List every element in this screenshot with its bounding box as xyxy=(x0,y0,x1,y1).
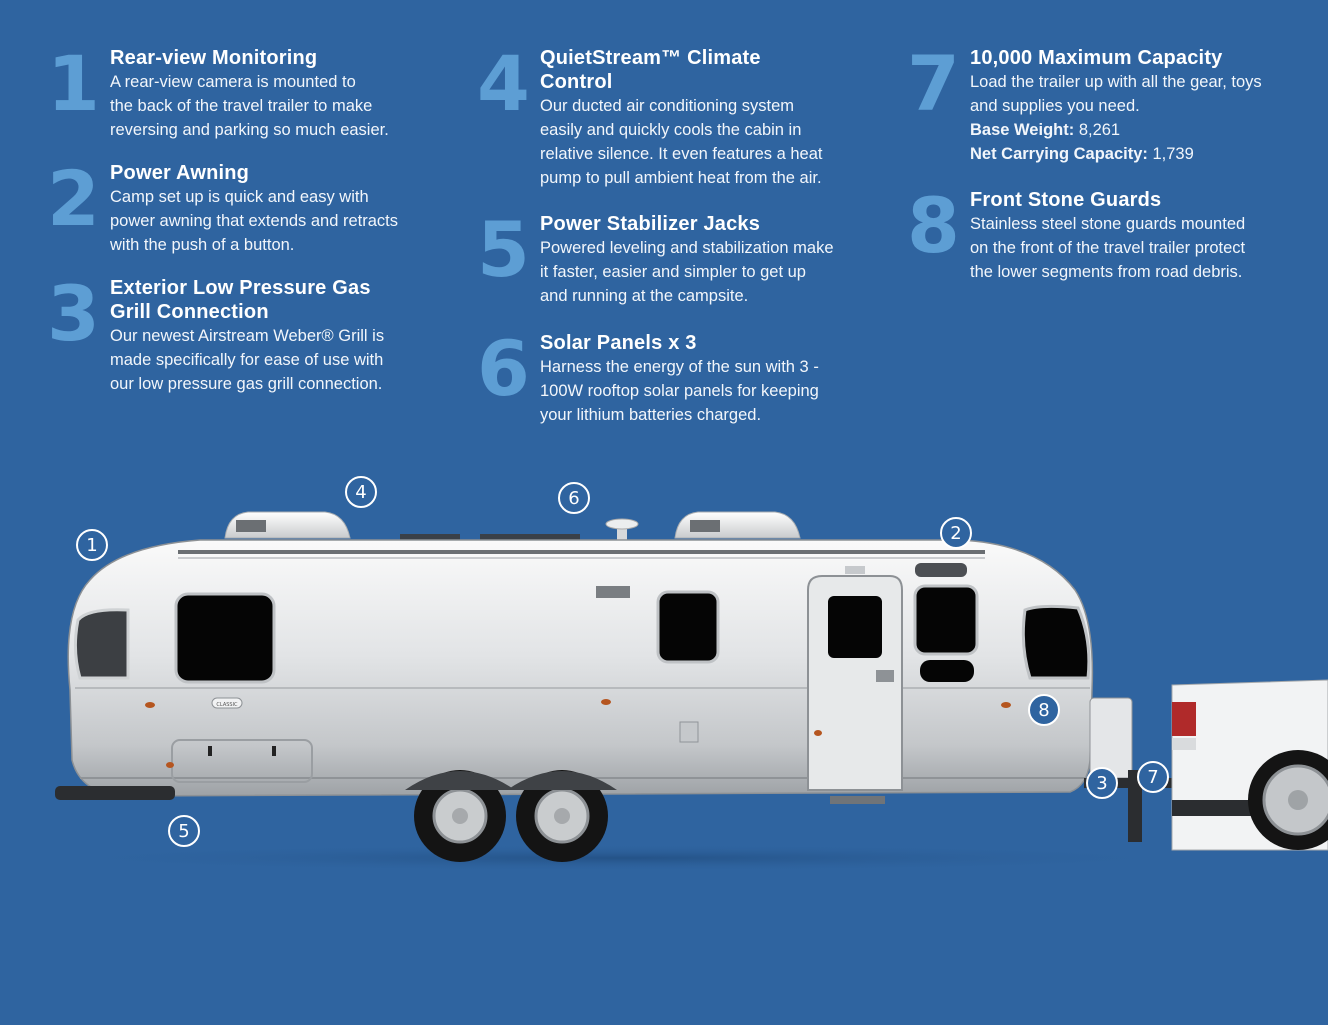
feature-text-line: made specifically for ease of use with xyxy=(110,351,384,369)
roof-ac-unit xyxy=(674,511,801,539)
callout-marker-4[interactable]: 4 xyxy=(345,476,377,508)
feature-number: 6 xyxy=(477,324,530,413)
feature-rear-view-monitoring: 1 Rear-view Monitoring A rear-view camer… xyxy=(47,46,427,146)
window xyxy=(920,660,974,682)
feature-text-line: the lower segments from road debris. xyxy=(970,263,1243,281)
roof-antenna xyxy=(605,518,639,540)
feature-power-stabilizer-jacks: 5 Power Stabilizer Jacks Powered levelin… xyxy=(477,212,877,312)
feature-text-line: on the front of the travel trailer prote… xyxy=(970,239,1246,257)
feature-title: Power Awning xyxy=(110,162,250,184)
roof-ac-unit xyxy=(224,511,351,539)
callout-marker-6[interactable]: 6 xyxy=(558,482,590,514)
feature-text-line: 100W rooftop solar panels for keeping xyxy=(540,382,819,400)
feature-front-stone-guards: 8 Front Stone Guards Stainless steel sto… xyxy=(907,188,1307,288)
feature-number: 1 xyxy=(47,39,100,128)
feature-text-line: our low pressure gas grill connection. xyxy=(110,375,383,393)
travel-trailer-illustration: CLASSIC xyxy=(20,511,1328,872)
feature-number: 7 xyxy=(907,39,960,128)
feature-number: 4 xyxy=(477,39,530,128)
feature-title-line: QuietStream™ Climate xyxy=(540,47,761,69)
callout-marker-5[interactable]: 5 xyxy=(168,815,200,847)
feature-number: 2 xyxy=(47,154,100,243)
entry-door[interactable] xyxy=(807,575,903,791)
rear-bumper xyxy=(55,786,175,800)
feature-gas-grill-connection: 3 Exterior Low Pressure Gas Grill Connec… xyxy=(47,276,427,401)
feature-text-line: Harness the energy of the sun with 3 - xyxy=(540,358,819,376)
trailer-badge: CLASSIC xyxy=(216,702,238,708)
propane-cover xyxy=(1089,697,1133,779)
callout-marker-8[interactable]: 8 xyxy=(1028,694,1060,726)
feature-text-line: reversing and parking so much easier. xyxy=(110,121,389,139)
feature-text-line: Camp set up is quick and easy with xyxy=(110,188,369,206)
feature-text-line: Our newest Airstream Weber® Grill is xyxy=(110,327,385,345)
feature-maximum-capacity: 7 10,000 Maximum Capacity Load the trail… xyxy=(907,46,1307,171)
feature-text-line: Stainless steel stone guards mounted xyxy=(970,215,1246,233)
tow-truck xyxy=(1171,679,1328,851)
feature-number: 5 xyxy=(477,205,530,294)
feature-title: Front Stone Guards xyxy=(970,189,1162,211)
feature-number: 3 xyxy=(47,269,100,358)
feature-text-line: it faster, easier and simpler to get up xyxy=(540,263,806,281)
feature-title-line: Exterior Low Pressure Gas xyxy=(110,277,371,299)
feature-title: Power Stabilizer Jacks xyxy=(540,213,761,235)
spec-label: Base Weight: xyxy=(970,121,1075,139)
feature-power-awning: 2 Power Awning Camp set up is quick and … xyxy=(47,161,427,261)
feature-title: Solar Panels x 3 xyxy=(540,332,697,354)
window xyxy=(174,592,276,684)
feature-text-line: A rear-view camera is mounted to xyxy=(110,73,356,91)
feature-climate-control: 4 QuietStream™ Climate Control Our ducte… xyxy=(477,46,877,196)
callout-marker-2[interactable]: 2 xyxy=(940,517,972,549)
feature-text-line: easily and quickly cools the cabin in xyxy=(540,121,802,139)
feature-text-line: the back of the travel trailer to make xyxy=(110,97,373,115)
callout-marker-7[interactable]: 7 xyxy=(1137,761,1169,793)
feature-title-line: Control xyxy=(540,71,613,93)
spec-label: Net Carrying Capacity: xyxy=(970,145,1148,163)
window xyxy=(913,584,979,656)
feature-text-line: Powered leveling and stabilization make xyxy=(540,239,834,257)
storage-compartment xyxy=(171,739,313,783)
feature-text-line: pump to pull ambient heat from the air. xyxy=(540,169,822,187)
feature-number: 8 xyxy=(907,181,960,270)
solar-panel xyxy=(480,534,580,540)
callout-marker-1[interactable]: 1 xyxy=(76,529,108,561)
feature-text-line: your lithium batteries charged. xyxy=(540,406,762,424)
feature-title-line: Grill Connection xyxy=(110,301,269,323)
feature-text-line: Load the trailer up with all the gear, t… xyxy=(970,73,1262,91)
rear-window xyxy=(73,608,130,680)
feature-text-line: and running at the campsite. xyxy=(540,287,749,305)
front-window xyxy=(1021,604,1091,680)
feature-text-line: with the push of a button. xyxy=(110,236,295,254)
spec-value: 8,261 xyxy=(1078,121,1121,139)
feature-title: 10,000 Maximum Capacity xyxy=(970,47,1223,69)
spec-value: 1,739 xyxy=(1152,145,1194,163)
solar-panel xyxy=(400,534,460,540)
feature-text-line: power awning that extends and retracts xyxy=(110,212,399,230)
feature-text-line: relative silence. It even features a hea… xyxy=(540,145,823,163)
spec-base-weight: Base Weight: 8,261 xyxy=(970,118,1262,142)
feature-text-line: Our ducted air conditioning system xyxy=(540,97,795,115)
feature-title: Rear-view Monitoring xyxy=(110,47,318,69)
feature-solar-panels: 6 Solar Panels x 3 Harness the energy of… xyxy=(477,331,877,431)
spec-net-carrying-capacity: Net Carrying Capacity: 1,739 xyxy=(970,142,1262,166)
window xyxy=(656,590,720,664)
trailer-wheel xyxy=(516,770,608,862)
trailer-badge-plate xyxy=(211,697,243,709)
callout-marker-3[interactable]: 3 xyxy=(1086,767,1118,799)
feature-text-line: and supplies you need. xyxy=(970,97,1140,115)
